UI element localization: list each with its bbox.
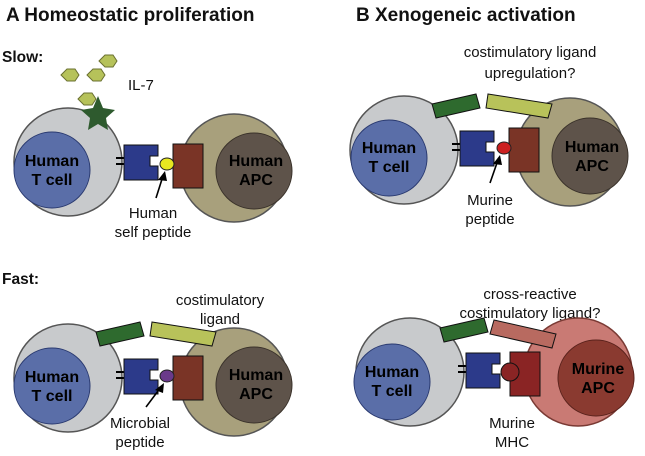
apc-nucleus (551, 117, 629, 195)
question-line2: costimulatory ligand? (460, 305, 601, 322)
apc-label-line1: Human (565, 139, 619, 156)
arrowhead (158, 171, 167, 181)
question-line1: costimulatory ligand (464, 44, 597, 61)
il7-cytokines (60, 54, 118, 106)
murine-peptide (496, 141, 512, 155)
murine-mhc-knob (500, 362, 520, 382)
il7-receptor-icon (81, 96, 115, 130)
costim-ligand (485, 93, 553, 119)
apc-label-line1: Human (229, 367, 283, 384)
apc-label-line1: Human (229, 153, 283, 170)
apc-label-line2: APC (239, 386, 273, 403)
tcell-label-line2: T cell (32, 388, 73, 405)
costim-ligand (149, 321, 217, 347)
self-peptide (159, 157, 175, 171)
tcr-receptor (465, 352, 501, 389)
peptide-label-line2: peptide (465, 211, 514, 228)
peptide-label-line2: peptide (115, 434, 164, 451)
question-line2: upregulation? (485, 65, 576, 82)
question-line1: cross-reactive (483, 286, 576, 303)
tcell-label-line1: Human (365, 364, 419, 381)
apc-label-line2: APC (581, 380, 615, 397)
mhc-molecule (172, 355, 204, 401)
arrowhead (155, 383, 164, 393)
tcr-receptor (459, 130, 495, 167)
costim-receptor (431, 93, 481, 119)
mhc-molecule (508, 127, 540, 173)
fast-heading: Fast: (2, 271, 39, 288)
tcell-label-line2: T cell (32, 172, 73, 189)
apc-label-line1: Murine (572, 361, 625, 378)
panel-a-title: A Homeostatic proliferation (6, 5, 254, 26)
il7-molecule-icon (60, 68, 80, 82)
murine-apc-nucleus (557, 339, 635, 417)
tcell-nucleus (13, 131, 91, 209)
mhc-label-line1: Murine (489, 415, 535, 432)
costim-receptor (95, 321, 145, 347)
tcell-label-line1: Human (25, 153, 79, 170)
tcell-label-line2: T cell (372, 383, 413, 400)
tcell-label-line1: Human (362, 140, 416, 157)
il7-molecule-icon (98, 54, 118, 68)
peptide-label-line2: self peptide (115, 224, 192, 241)
tcell-label-line2: T cell (369, 159, 410, 176)
apc-label-line2: APC (239, 172, 273, 189)
costim-receptor (439, 317, 489, 343)
cross-reactive-ligand (489, 319, 557, 349)
arrowhead (493, 155, 502, 165)
apc-label-line2: APC (575, 158, 609, 175)
tcell-nucleus (353, 343, 431, 421)
tcell-nucleus (350, 119, 428, 197)
apc-nucleus (215, 346, 293, 424)
slow-heading: Slow: (2, 49, 43, 66)
mhc-label-line2: MHC (495, 434, 529, 451)
peptide-label-line1: Human (129, 205, 177, 222)
costim-label-line2: ligand (200, 311, 240, 328)
apc-nucleus (215, 132, 293, 210)
peptide-label-line1: Microbial (110, 415, 170, 432)
il7-molecule-icon (77, 92, 97, 106)
tcell-nucleus (13, 347, 91, 425)
tcr-receptor (123, 358, 159, 395)
il7-molecule-icon (86, 68, 106, 82)
tcell-label-line1: Human (25, 369, 79, 386)
tcr-receptor (123, 144, 159, 181)
il7-label: IL-7 (128, 77, 154, 94)
mhc-molecule (172, 143, 204, 189)
costim-label-line1: costimulatory (176, 292, 265, 309)
microbial-peptide (159, 369, 175, 383)
panel-b-title: B Xenogeneic activation (356, 5, 576, 26)
peptide-label-line1: Murine (467, 192, 513, 209)
